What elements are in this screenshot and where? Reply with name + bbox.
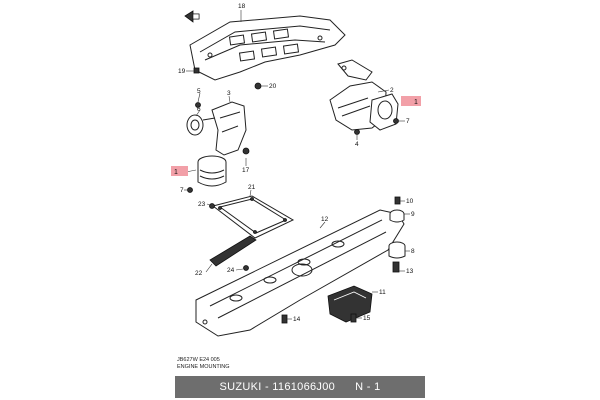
- callout-10: 10: [406, 198, 414, 205]
- callout-24: 24: [227, 267, 235, 274]
- callout-5: 5: [197, 88, 201, 95]
- bolt-23: [209, 203, 215, 209]
- callout-1-right-highlight: [401, 96, 421, 106]
- transmission-mount-plate: [211, 195, 295, 239]
- engine-under-cover: [189, 15, 346, 81]
- rear-mount-bracket: [327, 285, 373, 323]
- callout-21: 21: [248, 184, 256, 191]
- bolt-10: [394, 196, 401, 205]
- callout-19: 19: [178, 68, 186, 75]
- callout-1-left-highlight: [171, 166, 188, 176]
- callout-9: 9: [411, 211, 415, 218]
- callout-8: 8: [411, 248, 415, 255]
- diagram-code: JB627W E24 005: [177, 357, 220, 363]
- bushing-9: [389, 209, 405, 223]
- callout-15: 15: [363, 315, 371, 322]
- callout-3: 3: [227, 90, 231, 97]
- bolt-13: [392, 261, 400, 273]
- callout-20: 20: [269, 83, 277, 90]
- callout-18: 18: [238, 3, 246, 10]
- left-engine-mount: [187, 155, 227, 193]
- diagram-title: ENGINE MOUNTING: [177, 364, 230, 370]
- callout-22: 22: [195, 270, 203, 277]
- left-mounting-bracket: [186, 101, 250, 156]
- direction-arrow-icon: [184, 10, 200, 23]
- leader-lines: [184, 10, 410, 320]
- bolt-15: [350, 313, 357, 323]
- callout-2: 2: [390, 87, 394, 94]
- bracket-22: [209, 235, 257, 267]
- bolt-19: [193, 67, 200, 74]
- callout-6: 6: [197, 106, 201, 113]
- callout-13: 13: [406, 268, 414, 275]
- engine-crossmember: [195, 209, 405, 337]
- bushing-8: [388, 241, 406, 259]
- callout-7-left: 7: [180, 187, 184, 194]
- diagram-caption: JB627W E24 005 ENGINE MOUNTING: [177, 357, 427, 371]
- callouts: 18 19 20 5 3 6 17 2 1 7 4 1 7 23 21 10 9…: [171, 3, 421, 323]
- bolt-24: [243, 265, 249, 271]
- right-engine-mount: [369, 93, 399, 131]
- nut-20: [254, 82, 262, 90]
- callout-14: 14: [293, 316, 301, 323]
- callout-23: 23: [198, 201, 206, 208]
- part-number-bar: SUZUKI - 1161066J00 N - 1: [175, 376, 425, 398]
- callout-4: 4: [355, 141, 359, 148]
- callout-1-left: 1: [174, 169, 178, 176]
- callout-11: 11: [379, 289, 386, 296]
- part-number-label: SUZUKI - 1161066J00 N - 1: [219, 381, 381, 393]
- bolt-14: [281, 314, 288, 324]
- callout-12: 12: [321, 216, 329, 223]
- callout-7-right: 7: [406, 118, 410, 125]
- callout-1-right: 1: [414, 99, 418, 106]
- callout-17: 17: [242, 167, 250, 174]
